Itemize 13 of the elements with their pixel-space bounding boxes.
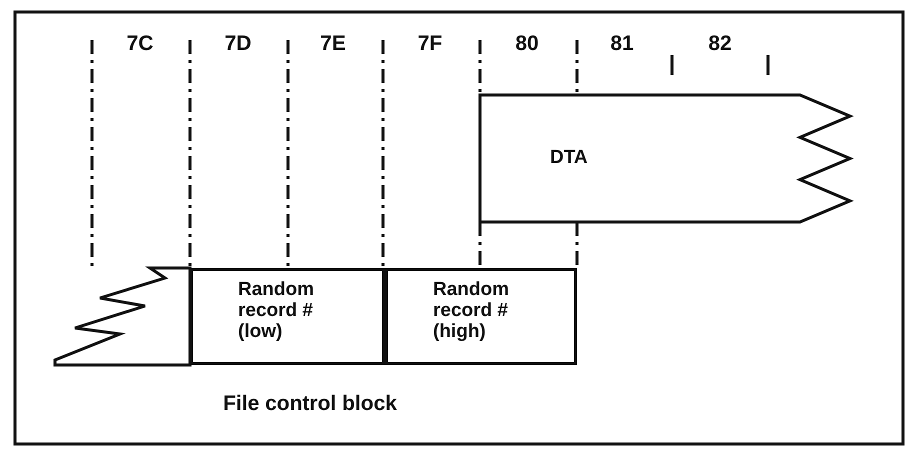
address-label: 81 <box>610 32 634 56</box>
address-label: 80 <box>515 32 539 56</box>
field-label: DTA <box>550 147 588 168</box>
field-label: Random record # (high) <box>433 279 510 342</box>
address-label: 7C <box>126 32 154 56</box>
address-label: 82 <box>708 32 732 56</box>
address-label: 7D <box>224 32 252 56</box>
field-box <box>190 268 385 365</box>
address-label: 7F <box>418 32 442 56</box>
field-box <box>385 268 577 365</box>
field-label: Random record # (low) <box>238 279 315 342</box>
block-caption: File control block <box>223 392 397 416</box>
address-label: 7E <box>320 32 346 56</box>
